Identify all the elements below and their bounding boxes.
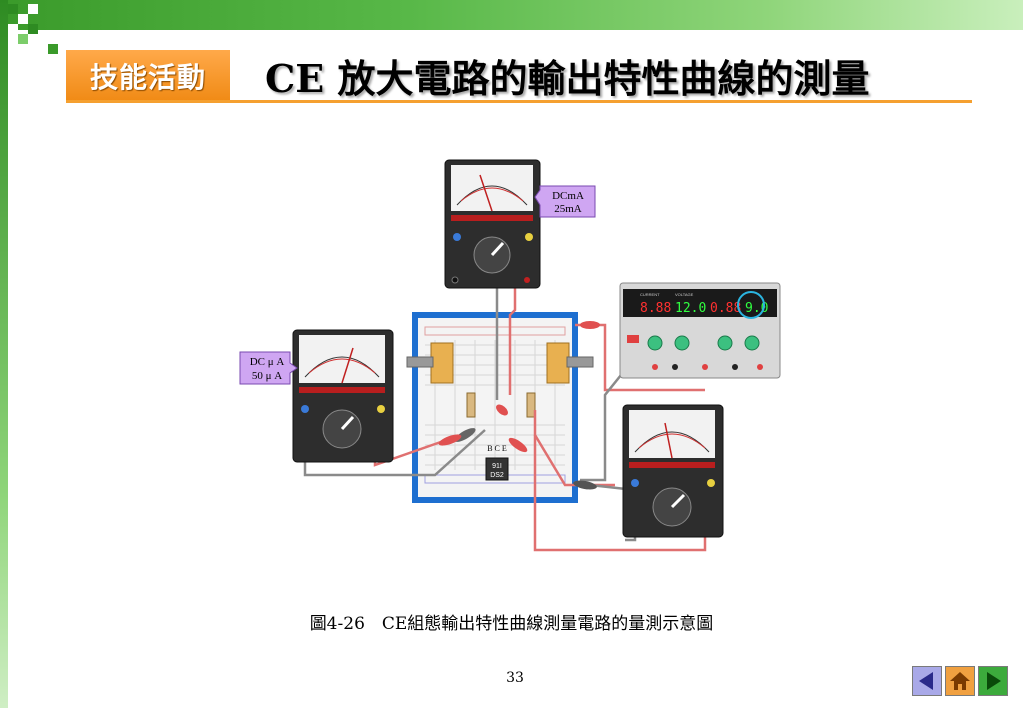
potentiometer-right	[546, 342, 570, 384]
transistor-pins-label: B C E	[487, 444, 507, 453]
psu-display-3: 0.88	[710, 301, 741, 316]
multimeter-top	[444, 159, 541, 289]
transistor-id-2: DS2	[490, 472, 504, 479]
psu-display-4: 9.0	[745, 301, 768, 316]
circuit-illustration: B C E 91I DS2 DCmA 25mA	[239, 159, 781, 552]
next-slide-button[interactable]	[978, 666, 1008, 696]
transistor-id-1: 91I	[492, 463, 502, 470]
multimeter-bottom	[622, 404, 724, 538]
multimeter-left	[292, 329, 394, 463]
section-tag: 技能活動	[66, 50, 230, 102]
meter-top-label-box	[534, 185, 596, 218]
top-decor-band	[0, 0, 1023, 30]
clip-gray-2	[573, 480, 597, 490]
meter-top-label-2: 25mA	[554, 203, 582, 215]
next-arrow-icon	[987, 672, 1001, 690]
psu-display-1: 8.88	[640, 301, 671, 316]
meter-top-label-1: DCmA	[552, 190, 584, 202]
resistor-right	[526, 392, 536, 418]
clip-red-4	[580, 321, 600, 329]
home-icon	[950, 672, 970, 690]
figure-caption: 圖4-26 CE組態輸出特性曲線測量電路的量測示意圖	[309, 614, 714, 634]
clip-red-2	[438, 434, 462, 446]
meter-left-label-box	[239, 351, 298, 385]
psu-display-2: 12.0	[675, 301, 706, 316]
clip-red-1	[496, 404, 508, 416]
transistor	[485, 457, 509, 481]
home-button[interactable]	[945, 666, 975, 696]
page-title: CE 放大電路的輸出特性曲線的測量	[265, 56, 870, 101]
psu-label-voltage: VOLTAGE	[675, 292, 694, 297]
meter-left-label-1: DC μ A	[250, 356, 285, 368]
clip-red-3	[508, 437, 528, 453]
meter-left-label-2: 50 μ A	[252, 370, 282, 382]
potentiometer-left	[430, 342, 454, 384]
left-decor-band	[0, 0, 8, 708]
previous-arrow-icon	[919, 672, 933, 690]
title-divider	[66, 100, 972, 103]
psu-label-current: CURRENT	[640, 292, 660, 297]
page-number: 33	[506, 670, 524, 686]
resistor-left	[466, 392, 476, 418]
checker-decoration	[8, 4, 58, 54]
power-supply: 8.88 12.0 0.88 9.0 CURRENT VOLTAGE	[619, 282, 781, 379]
previous-slide-button[interactable]	[912, 666, 942, 696]
